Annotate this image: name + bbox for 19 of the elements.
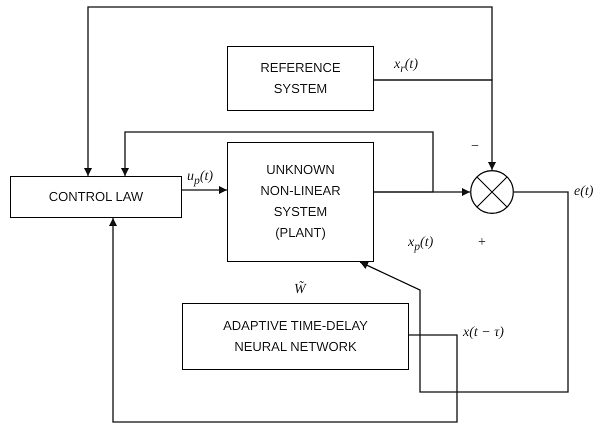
- box-label: CONTROL LAW: [48, 188, 144, 206]
- arrow: [84, 6, 493, 176]
- box-label: ADAPTIVE TIME-DELAY NEURAL NETWORK: [222, 316, 369, 356]
- edge-label: e(t): [574, 185, 594, 199]
- process-box: [10, 176, 182, 218]
- arrow: [121, 131, 434, 193]
- process-box: [182, 303, 409, 370]
- box-label: REFERENCE SYSTEM: [259, 58, 342, 98]
- arrow: [182, 186, 227, 194]
- edge-label: x(t − τ): [463, 326, 504, 340]
- edge-label: x$_{p}$(t): [408, 236, 434, 252]
- arrow: [360, 191, 569, 393]
- edge-label: x$_{r}$(t): [394, 58, 418, 74]
- arrow: [109, 218, 458, 423]
- box-label: UNKNOWN NON-LINEAR SYSTEM (PLANT): [259, 161, 342, 242]
- process-box: [227, 46, 374, 111]
- process-box: [227, 142, 374, 262]
- summing-junction: [470, 170, 514, 214]
- edge-label: u$_{p}$(t): [187, 170, 214, 186]
